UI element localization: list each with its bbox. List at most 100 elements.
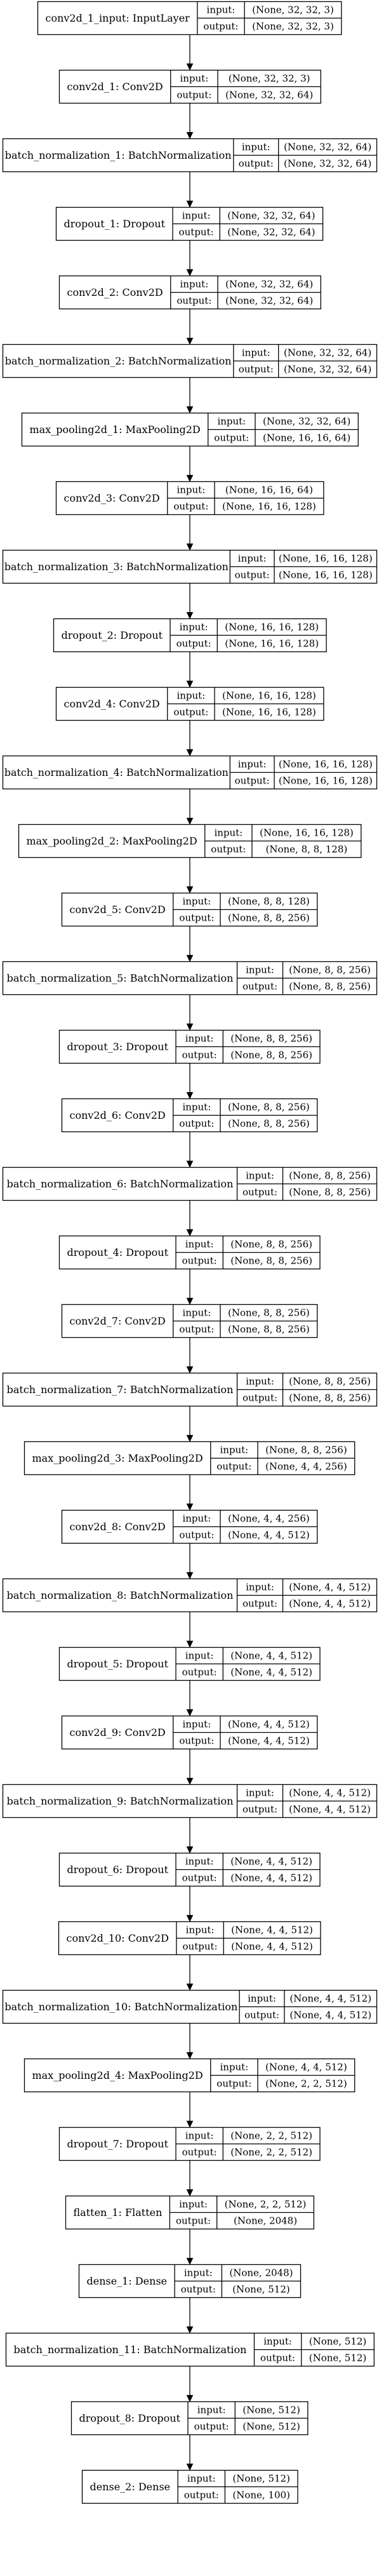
input-shape: (None, 4, 4, 512) [289, 1787, 371, 1799]
input-shape: (None, 16, 16, 64) [225, 484, 313, 496]
output-label: output: [216, 2078, 251, 2090]
output-label: output: [194, 2421, 229, 2433]
layer-name: conv2d_2: Conv2D [67, 286, 163, 298]
input-label: input: [246, 964, 274, 976]
output-label: output: [182, 1255, 217, 1267]
output-label: output: [260, 2352, 295, 2364]
input-label: input: [238, 553, 267, 564]
arrowhead-icon [186, 2189, 194, 2197]
arrowhead-icon [186, 955, 194, 963]
layer-name: conv2d_4: Conv2D [63, 698, 159, 710]
input-shape: (None, 32, 32, 64) [284, 142, 371, 153]
input-shape: (None, 4, 4, 512) [228, 1719, 310, 1730]
output-shape: (None, 4, 4, 512) [289, 1804, 371, 1815]
input-label: input: [214, 827, 243, 839]
output-label: output: [179, 227, 214, 238]
input-shape: (None, 2, 2, 512) [225, 2199, 307, 2210]
layer-node: conv2d_1_input: InputLayerinput:output:(… [37, 1, 342, 36]
output-label: output: [176, 295, 211, 307]
layer-name: dropout_7: Dropout [67, 2138, 168, 2150]
input-shape: (None, 8, 8, 256) [265, 1445, 347, 1456]
layer-node: max_pooling2d_4: MaxPooling2Dinput:outpu… [23, 2058, 356, 2093]
output-label: output: [176, 2215, 211, 2227]
input-label: input: [176, 484, 205, 496]
output-shape: (None, 32, 32, 64) [225, 90, 313, 101]
output-shape: (None, 8, 8, 256) [228, 1118, 310, 1130]
layer-node: batch_normalization_1: BatchNormalizatio… [2, 138, 378, 173]
output-shape: (None, 4, 4, 512) [228, 1735, 310, 1747]
arrowhead-icon [186, 1161, 194, 1168]
layer-node: max_pooling2d_3: MaxPooling2Dinput:outpu… [23, 1441, 356, 1476]
output-label: output: [183, 1941, 218, 1952]
input-label: input: [185, 1856, 214, 1867]
layer-name: conv2d_5: Conv2D [69, 904, 165, 916]
layer-name: dropout_2: Dropout [61, 629, 163, 641]
input-label: input: [246, 1170, 274, 1182]
output-shape: (None, 8, 8, 256) [228, 912, 310, 924]
layer-name: batch_normalization_4: BatchNormalizatio… [4, 766, 229, 778]
output-label: output: [211, 844, 246, 855]
input-shape: (None, 4, 4, 512) [231, 1925, 313, 1936]
layer-name: batch_normalization_7: BatchNormalizatio… [7, 1384, 234, 1396]
input-shape: (None, 16, 16, 128) [279, 553, 373, 564]
input-shape: (None, 4, 4, 512) [265, 2062, 347, 2073]
layer-name: dropout_1: Dropout [63, 218, 165, 230]
output-label: output: [244, 2010, 279, 2021]
input-label: input: [207, 4, 236, 16]
layer-node: batch_normalization_7: BatchNormalizatio… [2, 1372, 378, 1407]
output-shape: (None, 32, 32, 64) [225, 295, 313, 307]
layer-name: dense_1: Dense [86, 2275, 167, 2287]
output-label: output: [235, 570, 270, 581]
layer-name: batch_normalization_3: BatchNormalizatio… [4, 561, 229, 573]
input-label: input: [242, 142, 270, 153]
output-shape: (None, 8, 8, 256) [289, 1392, 371, 1404]
output-label: output: [176, 90, 211, 101]
arrowhead-icon [186, 1572, 194, 1580]
input-label: input: [248, 1993, 276, 2005]
layer-name: dropout_3: Dropout [67, 1041, 168, 1053]
input-shape: (None, 32, 32, 3) [229, 73, 310, 84]
output-shape: (None, 8, 8, 128) [266, 844, 348, 855]
arrowhead-icon [186, 681, 194, 688]
output-label: output: [179, 912, 214, 924]
input-shape: (None, 8, 8, 256) [289, 964, 371, 976]
output-label: output: [179, 1118, 214, 1130]
output-label: output: [243, 1804, 277, 1815]
input-label: input: [184, 2267, 213, 2279]
layer-name: batch_normalization_8: BatchNormalizatio… [7, 1589, 234, 1601]
output-shape: (None, 2, 2, 512) [265, 2078, 347, 2090]
layer-node: batch_normalization_5: BatchNormalizatio… [2, 961, 378, 996]
layer-name: dense_2: Dense [90, 2481, 170, 2493]
input-shape: (None, 512) [309, 2336, 367, 2347]
input-label: input: [242, 347, 270, 359]
output-label: output: [179, 1735, 214, 1747]
layer-node: batch_normalization_11: BatchNormalizati… [5, 2332, 375, 2367]
output-shape: (None, 32, 32, 64) [284, 158, 371, 170]
arrowhead-icon [186, 406, 194, 414]
layer-name: max_pooling2d_4: MaxPooling2D [32, 2069, 203, 2081]
input-label: input: [185, 1033, 214, 1044]
arrowhead-icon [186, 818, 194, 825]
input-shape: (None, 16, 16, 128) [225, 622, 319, 633]
output-label: output: [214, 432, 249, 444]
output-shape: (None, 4, 4, 512) [289, 2010, 371, 2021]
layer-name: batch_normalization_6: BatchNormalizatio… [7, 1178, 234, 1190]
output-shape: (None, 16, 16, 128) [279, 570, 373, 581]
input-shape: (None, 32, 32, 64) [227, 210, 315, 222]
arrowhead-icon [186, 1915, 194, 1923]
input-label: input: [246, 1376, 274, 1387]
input-label: input: [182, 1513, 211, 1525]
output-shape: (None, 16, 16, 64) [263, 432, 350, 444]
layer-node: batch_normalization_10: BatchNormalizati… [2, 1989, 378, 2024]
layer-node-frame [23, 2058, 356, 2093]
layer-name: batch_normalization_2: BatchNormalizatio… [5, 355, 232, 367]
layer-node: max_pooling2d_2: MaxPooling2Dinput:outpu… [18, 824, 362, 858]
